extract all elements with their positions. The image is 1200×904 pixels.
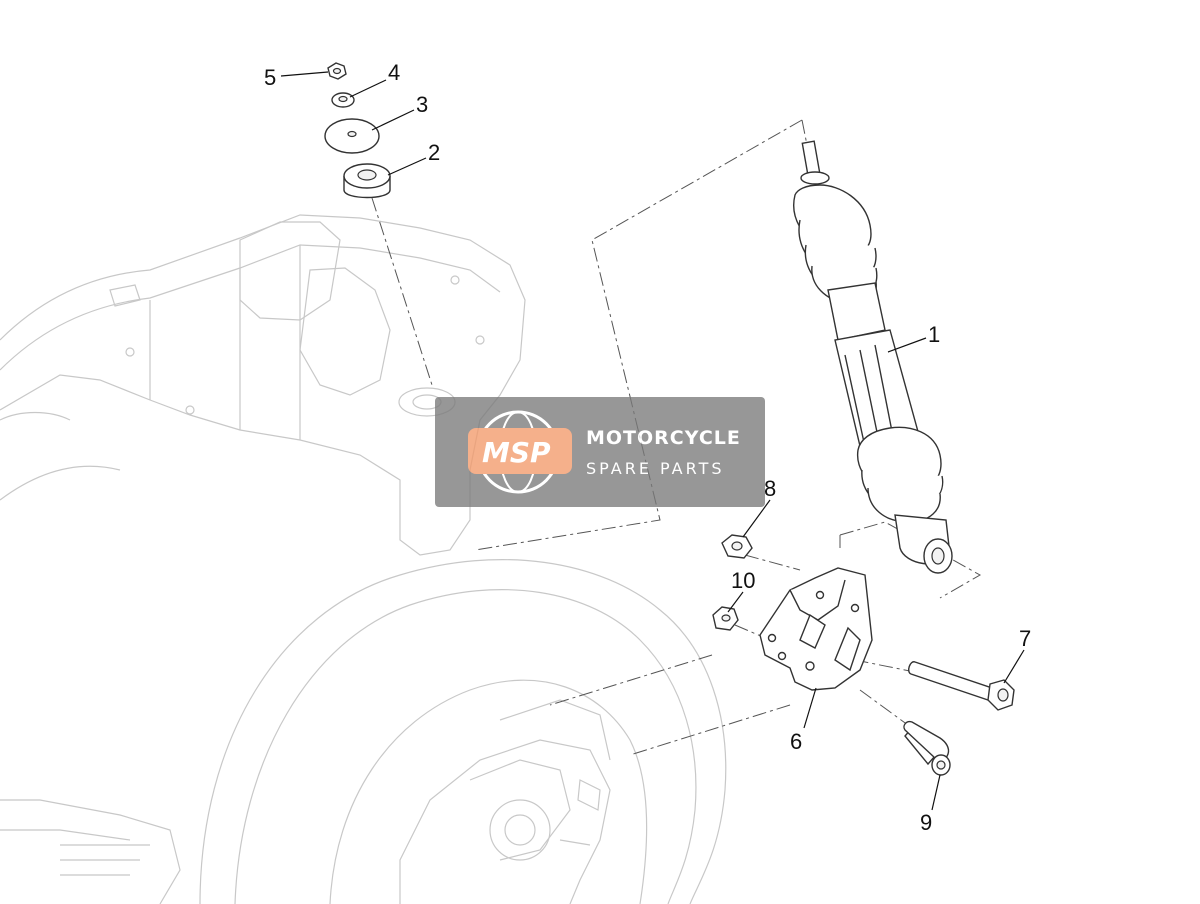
callout-6: 6 xyxy=(790,729,802,754)
shock-absorber-part-1 xyxy=(793,140,953,574)
callout-4: 4 xyxy=(388,60,400,85)
watermark-title: MOTORCYCLE xyxy=(586,427,741,449)
callout-2: 2 xyxy=(428,140,440,165)
scooter-frame xyxy=(0,214,526,904)
watermark: MSP MOTORCYCLE SPARE PARTS xyxy=(435,397,765,507)
watermark-logo-text: MSP xyxy=(482,436,551,469)
washer-part-3 xyxy=(324,118,380,154)
washer-part-4 xyxy=(331,92,355,108)
callout-3: 3 xyxy=(416,92,428,117)
socket-bolt-part-9 xyxy=(903,720,951,776)
callout-1: 1 xyxy=(928,322,940,347)
callout-8: 8 xyxy=(764,476,776,501)
callout-5: 5 xyxy=(264,65,276,90)
callout-10: 10 xyxy=(731,568,755,593)
bracket-part-6 xyxy=(759,567,873,691)
callout-labels: 5 4 3 2 1 8 10 7 6 9 xyxy=(264,60,1031,835)
leader-lines xyxy=(280,71,1025,811)
rubber-bushing-part-2 xyxy=(343,163,391,199)
hex-bolt-part-7 xyxy=(908,661,1015,711)
rear-wheel xyxy=(199,559,727,904)
callout-9: 9 xyxy=(920,810,932,835)
nut-part-10 xyxy=(712,606,739,631)
watermark-logo-badge xyxy=(468,428,572,474)
nut-part-8 xyxy=(721,534,753,559)
callout-7: 7 xyxy=(1019,626,1031,651)
watermark-background xyxy=(435,397,765,507)
watermark-subtitle: SPARE PARTS xyxy=(586,459,725,478)
nut-part-5 xyxy=(327,62,347,80)
